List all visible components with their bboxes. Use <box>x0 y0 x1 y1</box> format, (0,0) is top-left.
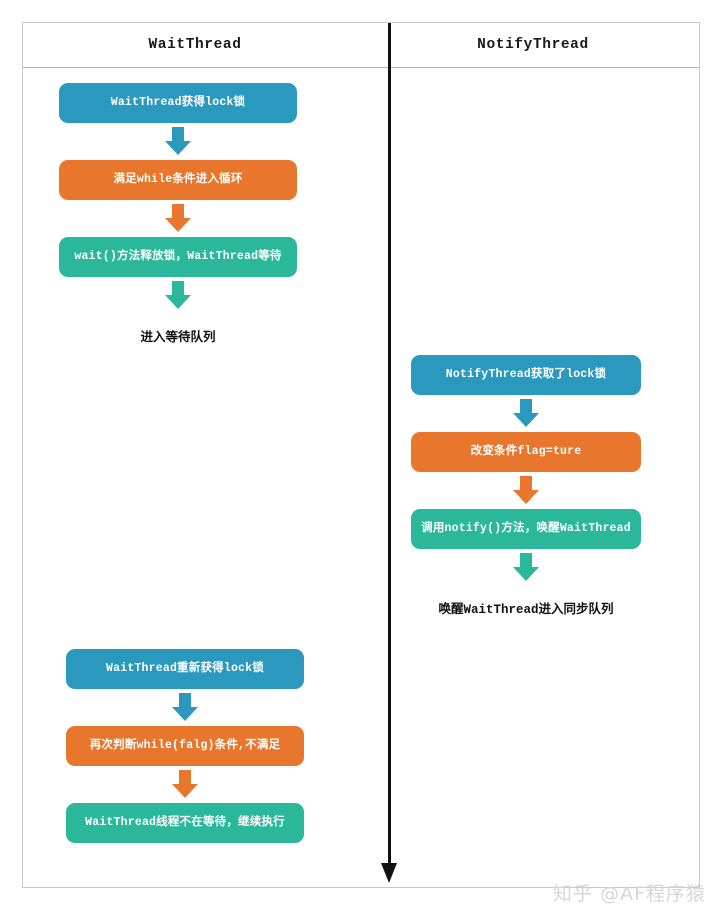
flow-box-wait-release-lock[interactable]: wait()方法释放锁，WaitThread等待 <box>59 237 297 277</box>
arrow-down-orange-3 <box>513 476 539 504</box>
caption-enter-wait-queue: 进入等待队列 <box>140 331 216 345</box>
flow-box-wait-reacquire-lock[interactable]: WaitThread重新获得lock锁 <box>66 649 304 689</box>
flow-box-notify-call-notify[interactable]: 调用notify()方法，唤醒WaitThread <box>411 509 641 549</box>
arrow-down-green-3 <box>513 553 539 581</box>
arrow-down-orange-1 <box>165 204 191 232</box>
flow-box-notify-change-flag[interactable]: 改变条件flag=ture <box>411 432 641 472</box>
arrow-down-orange-2 <box>172 770 198 798</box>
arrow-down-blue-2 <box>172 693 198 721</box>
column-header-notify-thread: NotifyThread <box>477 37 589 53</box>
arrow-down-blue-1 <box>165 127 191 155</box>
diagram-frame: WaitThread NotifyThread WaitThread获得lock… <box>22 22 700 888</box>
flow-box-wait-acquire-lock[interactable]: WaitThread获得lock锁 <box>59 83 297 123</box>
arrow-down-green-1 <box>165 281 191 309</box>
flow-box-notify-acquire-lock[interactable]: NotifyThread获取了lock锁 <box>411 355 641 395</box>
lifeline-arrowhead-icon <box>381 863 397 883</box>
lifeline-divider <box>388 23 391 867</box>
flow-box-wait-enter-loop[interactable]: 满足while条件进入循环 <box>59 160 297 200</box>
flow-box-wait-recheck-condition[interactable]: 再次判断while(falg)条件,不满足 <box>66 726 304 766</box>
watermark-text: 知乎 @AF程序猿 <box>553 883 706 905</box>
flow-box-wait-continue-execution[interactable]: WaitThread线程不在等待，继续执行 <box>66 803 304 843</box>
caption-enter-sync-queue: 唤醒WaitThread进入同步队列 <box>438 603 614 617</box>
column-header-wait-thread: WaitThread <box>148 37 242 53</box>
column-header-row: WaitThread NotifyThread <box>23 23 699 68</box>
arrow-down-blue-3 <box>513 399 539 427</box>
